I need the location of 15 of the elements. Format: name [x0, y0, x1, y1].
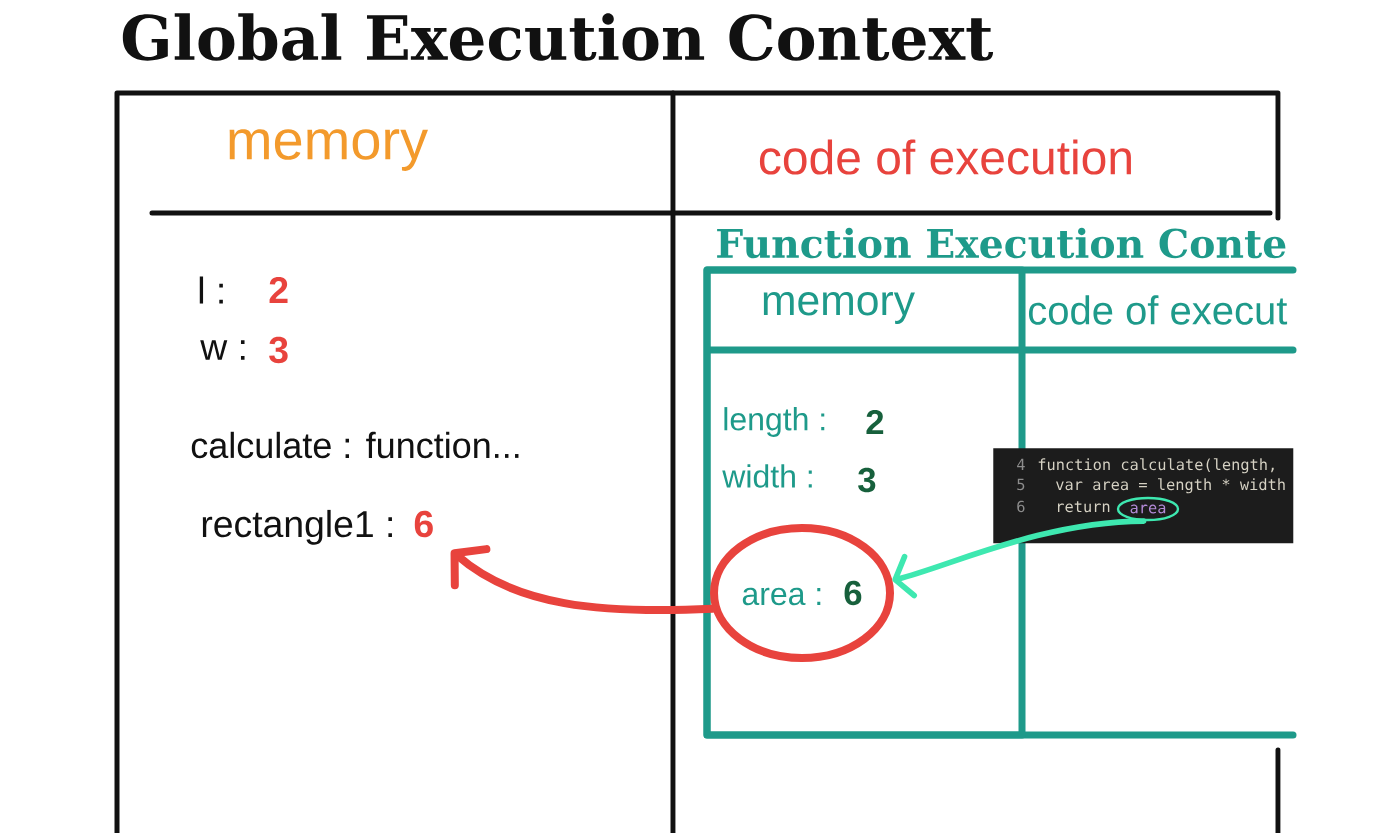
value-label: 3: [858, 467, 876, 493]
memory-entry: calculate : function...: [191, 431, 519, 459]
variable-label: length :: [724, 407, 825, 437]
circled-code-word: area: [1116, 496, 1180, 522]
value-label: 3: [269, 336, 288, 364]
column-heading: code of execut: [1028, 295, 1288, 325]
variable-label: width :: [722, 464, 812, 488]
title: Global Execution Context: [122, 13, 994, 61]
variable-label: l :: [199, 276, 223, 304]
value-label: 2: [866, 409, 884, 435]
value-label: 2: [269, 277, 288, 304]
memory-entry: rectangle1 : 6: [202, 509, 433, 545]
variable-label: w :: [200, 340, 245, 360]
arrow: [450, 545, 717, 615]
circled-entry: area : 6: [710, 524, 894, 662]
